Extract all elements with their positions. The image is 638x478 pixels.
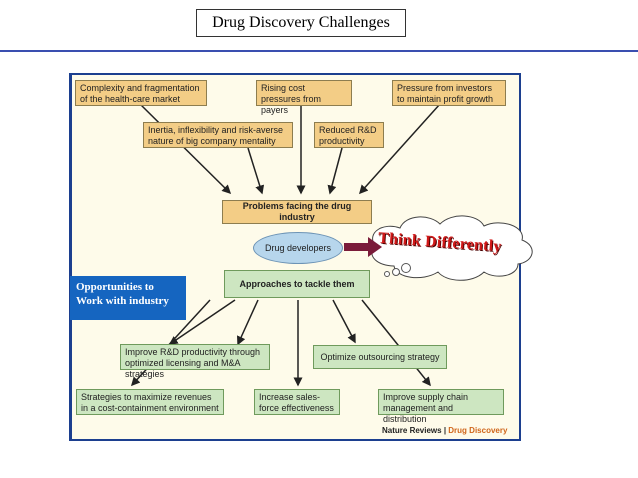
ellipse-drug-developers: Drug developers xyxy=(253,232,343,264)
box-inertia: Inertia, inflexibility and risk-averse n… xyxy=(143,122,293,148)
box-problems: Problems facing the drug industry xyxy=(222,200,372,224)
box-improve-rd: Improve R&D productivity through optimiz… xyxy=(120,344,270,379)
box-sales-force: Increase sales-force effectiveness xyxy=(254,389,340,415)
connector-top-right xyxy=(358,103,441,195)
connector-to-strat-right xyxy=(361,299,431,387)
thought-bubble-large xyxy=(401,263,411,273)
slide-title: Drug Discovery Challenges xyxy=(196,9,406,37)
box-maximize-revenues: Strategies to maximize revenues in a cos… xyxy=(76,389,224,415)
thought-bubble-small xyxy=(384,271,390,277)
connector-to-strat-left xyxy=(168,299,236,345)
footer-separator: | xyxy=(441,426,449,435)
box-rising-cost: Rising cost pressures from payers xyxy=(256,80,352,115)
developer-arrow xyxy=(344,237,382,257)
connector-to-strat-left2 xyxy=(237,299,259,346)
title-rule xyxy=(0,50,638,52)
connector-to-strat-midright xyxy=(332,299,356,344)
thought-bubble-medium xyxy=(392,268,400,276)
footer-journal: Nature Reviews xyxy=(382,426,442,435)
connector-top-left xyxy=(139,103,232,195)
box-supply-chain: Improve supply chain management and dist… xyxy=(378,389,504,424)
box-outsourcing: Optimize outsourcing strategy xyxy=(313,345,447,369)
callout-opportunities: Opportunities to Work with industry xyxy=(70,276,186,320)
footer-section: Drug Discovery xyxy=(448,426,508,435)
box-approaches: Approaches to tackle them xyxy=(224,270,370,298)
connector-mid-right xyxy=(327,147,343,195)
source-footer: Nature Reviews | Drug Discovery xyxy=(382,426,507,435)
connector-mid-left xyxy=(247,147,265,195)
box-investor-pressure: Pressure from investors to maintain prof… xyxy=(392,80,506,106)
box-reduced-rd: Reduced R&D productivity xyxy=(314,122,384,148)
connector-to-strat-farleft xyxy=(130,299,211,387)
cloud-shape xyxy=(371,215,533,281)
box-complexity: Complexity and fragmentation of the heal… xyxy=(75,80,207,106)
